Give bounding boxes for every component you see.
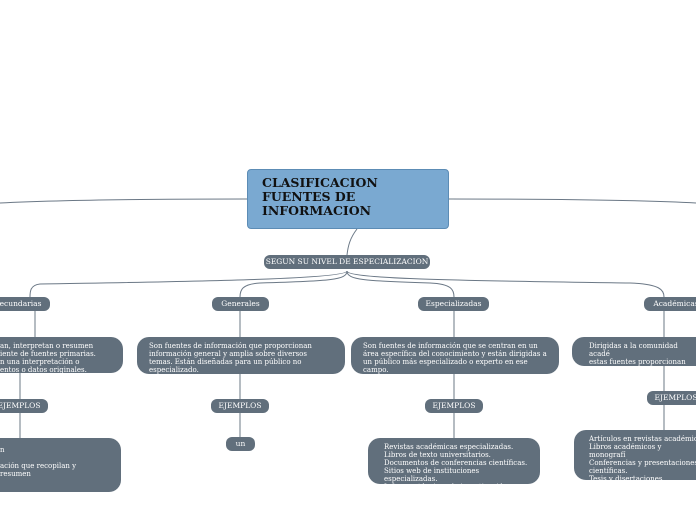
central-topic[interactable]: CLASIFICACION FUENTES DE INFORMACION [247, 169, 449, 229]
especializadas-examples[interactable]: Revistas académicas especializadas. Libr… [368, 438, 540, 491]
especializadas-examples-label[interactable]: EJEMPLOS [425, 399, 483, 413]
academicas-description[interactable]: Dirigidas a la comunidad acadé estas fue… [572, 337, 696, 382]
academicas-examples-label[interactable]: EJEMPLOS [647, 391, 696, 405]
link-level1-generales [239, 270, 348, 298]
link-central-level1 [346, 228, 358, 256]
secundarias-examples[interactable]: n ación que recopilan y resumen [0, 438, 121, 492]
link-level1-especializadas [346, 270, 455, 298]
generales-examples[interactable]: un [226, 437, 255, 451]
branch-especializadas[interactable]: Especializadas [418, 297, 489, 311]
secundarias-examples-label[interactable]: EJEMPLOS [0, 399, 48, 413]
link-central-left [0, 198, 248, 204]
generales-description[interactable]: Son fuentes de información que proporcio… [137, 337, 345, 374]
academicas-examples[interactable]: Artículos en revistas académic Libros ac… [574, 430, 696, 483]
link-central-right [448, 198, 696, 204]
branch-academicas[interactable]: Académicas [644, 297, 696, 311]
generales-examples-label[interactable]: EJEMPLOS [211, 399, 269, 413]
branch-generales[interactable]: Generales [212, 297, 269, 311]
link-level1-secundarias [29, 270, 348, 298]
level1-topic[interactable]: SEGUN SU NIVEL DE ESPECIALIZACION [264, 255, 430, 269]
secundarias-description[interactable]: an, interpretan o resumen iente de fuent… [0, 337, 123, 374]
branch-secundarias[interactable]: Secundarias [0, 297, 50, 311]
link-level1-academicas [346, 270, 665, 298]
especializadas-description[interactable]: Son fuentes de información que se centra… [351, 337, 559, 374]
